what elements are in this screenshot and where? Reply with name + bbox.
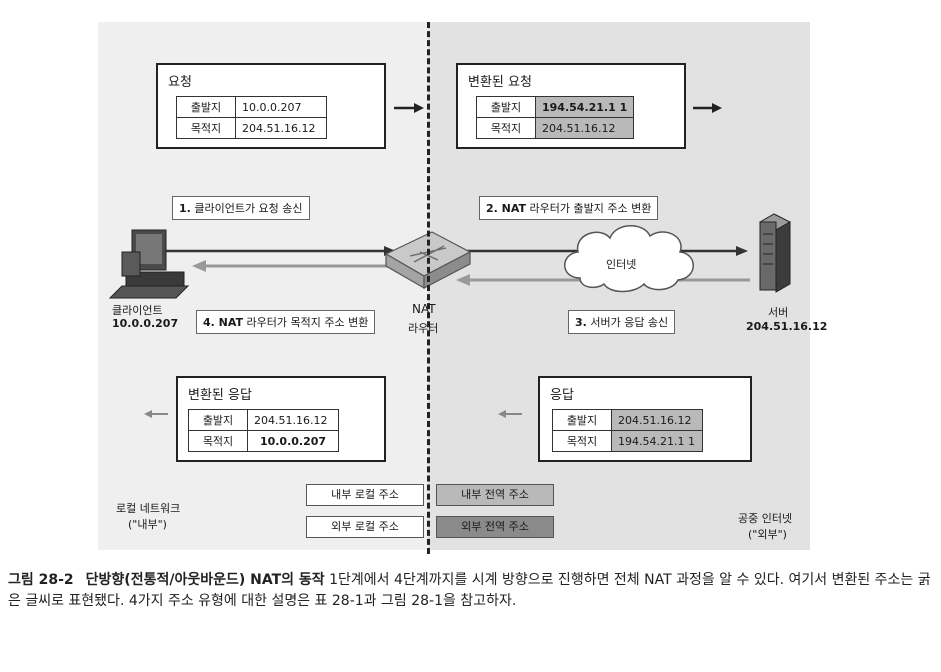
legend-outside-local: 외부 로컬 주소 (306, 516, 424, 538)
request-dest-key: 목적지 (176, 117, 236, 139)
step-2-text: 라우터가 출발지 주소 변환 (529, 202, 652, 215)
server-label: 서버 (768, 306, 789, 319)
translated-response-dest-value: 10.0.0.207 (247, 430, 339, 452)
request-source-key: 출발지 (176, 96, 236, 118)
response-packet: 응답 출발지 204.51.16.12 목적지 194.54.21.1 1 (538, 376, 752, 462)
server-ip: 204.51.16.12 (746, 320, 828, 333)
response-source-key: 출발지 (552, 409, 612, 431)
translated-request-dest-value: 204.51.16.12 (534, 117, 635, 139)
legend-outside-global: 외부 전역 주소 (436, 516, 554, 538)
arrow-translated-request-right (693, 103, 722, 113)
translated-request-source-value: 194.54.21.1 1 (534, 96, 635, 118)
step-1-box: 1. 클라이언트가 요청 송신 (172, 196, 310, 220)
arrow-client-to-router (162, 246, 396, 256)
legend-inside-global: 내부 전역 주소 (436, 484, 554, 506)
request-title: 요청 (168, 75, 192, 90)
response-dest-value: 194.54.21.1 1 (611, 430, 703, 452)
step-3-number: 3. (575, 316, 587, 329)
translated-response-dest-key: 목적지 (188, 430, 248, 452)
translated-response-title: 변환된 응답 (188, 388, 252, 403)
translated-response-source-value: 204.51.16.12 (247, 409, 339, 431)
router-label-nat: NAT (412, 302, 436, 316)
step-2-number: 2. NAT (486, 202, 527, 215)
table-row: 출발지 204.51.16.12 (552, 409, 703, 431)
public-internet-sublabel: ("외부") (748, 528, 787, 541)
arrow-translated-response-left (144, 410, 168, 418)
internet-cloud-icon (564, 225, 694, 293)
request-packet: 요청 출발지 10.0.0.207 목적지 204.51.16.12 (156, 63, 386, 149)
step-2-box: 2. NAT 라우터가 출발지 주소 변환 (479, 196, 659, 220)
request-dest-value: 204.51.16.12 (235, 117, 327, 139)
server-tower-icon (758, 213, 792, 293)
figure-number: 그림 28-2 (8, 572, 74, 588)
client-label: 클라이언트 (112, 304, 163, 317)
step-3-text: 서버가 응답 송신 (590, 316, 669, 329)
figure-title: 단방향(전통적/아웃바운드) NAT의 동작 (85, 572, 325, 588)
translated-request-table: 출발지 194.54.21.1 1 목적지 204.51.16.12 (476, 96, 635, 139)
local-network-label: 로컬 네트워크 (116, 502, 181, 515)
step-4-box: 4. NAT 라우터가 목적지 주소 변환 (196, 310, 376, 334)
figure-caption: 그림 28-2 단방향(전통적/아웃바운드) NAT의 동작 1단계에서 4단계까… (8, 570, 933, 612)
internet-label: 인터넷 (606, 258, 637, 271)
table-row: 목적지 194.54.21.1 1 (552, 430, 703, 452)
request-source-value: 10.0.0.207 (235, 96, 327, 118)
translated-request-title: 변환된 요청 (468, 75, 532, 90)
step-1-text: 클라이언트가 요청 송신 (194, 202, 303, 215)
response-title: 응답 (550, 388, 574, 403)
table-row: 출발지 10.0.0.207 (176, 96, 327, 118)
figure-body: 1단계에서 4단계까지를 시계 방향으로 진행하면 전체 NAT 과정을 알 수… (8, 572, 931, 609)
local-network-sublabel: ("내부") (128, 518, 167, 531)
table-row: 출발지 194.54.21.1 1 (476, 96, 635, 118)
step-4-text: 라우터가 목적지 주소 변환 (246, 316, 369, 329)
request-table: 출발지 10.0.0.207 목적지 204.51.16.12 (176, 96, 327, 139)
step-1-number: 1. (179, 202, 191, 215)
table-row: 목적지 10.0.0.207 (188, 430, 339, 452)
arrow-response-left (498, 410, 522, 418)
translated-request-dest-key: 목적지 (476, 117, 536, 139)
translated-response-source-key: 출발지 (188, 409, 248, 431)
step-4-number: 4. NAT (203, 316, 244, 329)
translated-request-packet: 변환된 요청 출발지 194.54.21.1 1 목적지 204.51.16.1… (456, 63, 686, 149)
legend-inside-local: 내부 로컬 주소 (306, 484, 424, 506)
response-table: 출발지 204.51.16.12 목적지 194.54.21.1 1 (552, 409, 703, 452)
table-row: 목적지 204.51.16.12 (476, 117, 635, 139)
router-label-router: 라우터 (408, 322, 439, 335)
arrow-request-right (394, 103, 424, 113)
network-boundary-divider (427, 22, 430, 554)
translated-response-packet: 변환된 응답 출발지 204.51.16.12 목적지 10.0.0.207 (176, 376, 386, 462)
step-3-box: 3. 서버가 응답 송신 (568, 310, 676, 334)
response-dest-key: 목적지 (552, 430, 612, 452)
translated-response-table: 출발지 204.51.16.12 목적지 10.0.0.207 (188, 409, 339, 452)
client-ip: 10.0.0.207 (112, 317, 179, 330)
arrow-router-to-client (192, 260, 392, 272)
translated-request-source-key: 출발지 (476, 96, 536, 118)
client-computer-icon (108, 229, 190, 299)
table-row: 출발지 204.51.16.12 (188, 409, 339, 431)
table-row: 목적지 204.51.16.12 (176, 117, 327, 139)
response-source-value: 204.51.16.12 (611, 409, 703, 431)
public-internet-label: 공중 인터넷 (738, 512, 793, 525)
